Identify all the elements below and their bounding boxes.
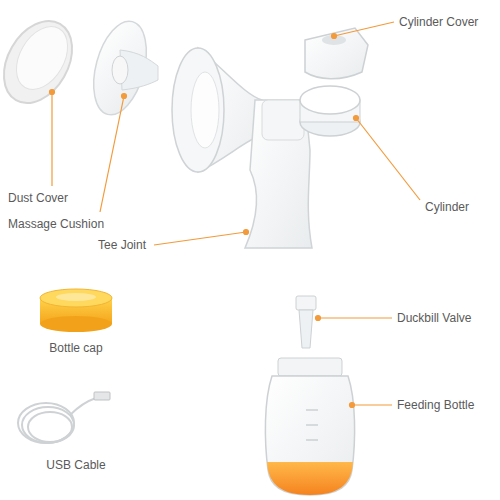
part-label: Duckbill Valve [397, 311, 471, 325]
cylinder-cover [305, 28, 368, 79]
part-label: Cylinder Cover [399, 15, 478, 29]
part-label: Massage Cushion [8, 217, 104, 231]
breast-shield [172, 48, 262, 172]
part-label: Bottle cap [49, 341, 102, 355]
leader-lines [50, 22, 421, 408]
part-label: Tee Joint [98, 238, 146, 252]
duckbill-valve [296, 296, 316, 348]
part-label: USB Cable [46, 458, 105, 472]
feeding-bottle [265, 358, 354, 495]
part-label: Cylinder [425, 200, 469, 214]
part-label: Dust Cover [8, 191, 68, 205]
bottle-cap [40, 289, 112, 332]
part-label: Feeding Bottle [397, 398, 474, 412]
usb-cable [18, 392, 110, 443]
cylinder [300, 86, 360, 136]
massage-cushion [84, 15, 158, 120]
dust-cover [0, 9, 86, 115]
